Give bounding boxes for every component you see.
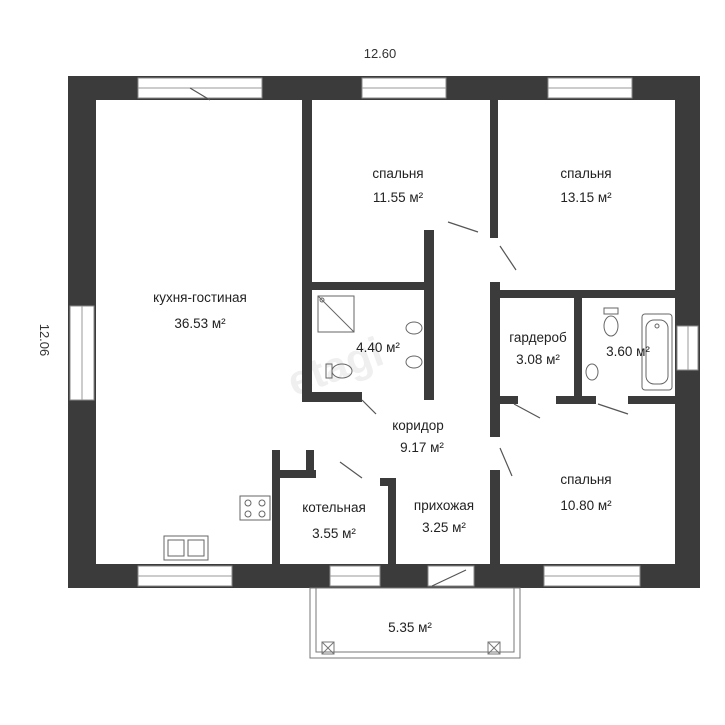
room-name-hallway: прихожая (414, 498, 474, 513)
room-area-bedroom-2: 13.15 м² (560, 190, 612, 205)
room-area-bathroom-2: 3.60 м² (606, 344, 650, 359)
toilet-icon (603, 307, 619, 337)
interior-walls (272, 98, 676, 564)
room-area-corridor: 9.17 м² (400, 440, 444, 455)
room-name-wardrobe: гардероб (509, 330, 567, 345)
room-area-terrace: 5.35 м² (388, 620, 432, 635)
room-area-kitchen-living: 36.53 м² (174, 316, 226, 331)
room-area-bedroom-1: 11.55 м² (373, 190, 424, 205)
shower-icon (317, 295, 355, 333)
toilet-icon (325, 363, 353, 379)
bathtub-icon (641, 313, 673, 391)
terrace (309, 587, 521, 659)
window-lines (81, 87, 689, 577)
room-name-kitchen-living: кухня-гостиная (153, 290, 247, 305)
kitchen-sink-icon (163, 535, 209, 561)
room-name-bedroom-3: спальня (560, 472, 611, 487)
stove-icon (239, 495, 271, 521)
room-name-boiler: котельная (302, 500, 366, 515)
doors (189, 87, 629, 587)
sink-icon (585, 363, 599, 381)
room-area-wardrobe: 3.08 м² (516, 352, 560, 367)
dimension-height: 12.06 (37, 324, 52, 357)
room-name-corridor: коридор (392, 418, 444, 433)
room-name-bedroom-2: спальня (560, 166, 611, 181)
sink-icon (405, 321, 423, 369)
room-name-bedroom-1: спальня (372, 166, 423, 181)
dimension-width: 12.60 (364, 46, 397, 61)
room-area-bedroom-3: 10.80 м² (560, 498, 612, 513)
room-area-hallway: 3.25 м² (422, 520, 466, 535)
room-area-bathroom-1: 4.40 м² (356, 340, 400, 355)
room-area-boiler: 3.55 м² (312, 526, 356, 541)
